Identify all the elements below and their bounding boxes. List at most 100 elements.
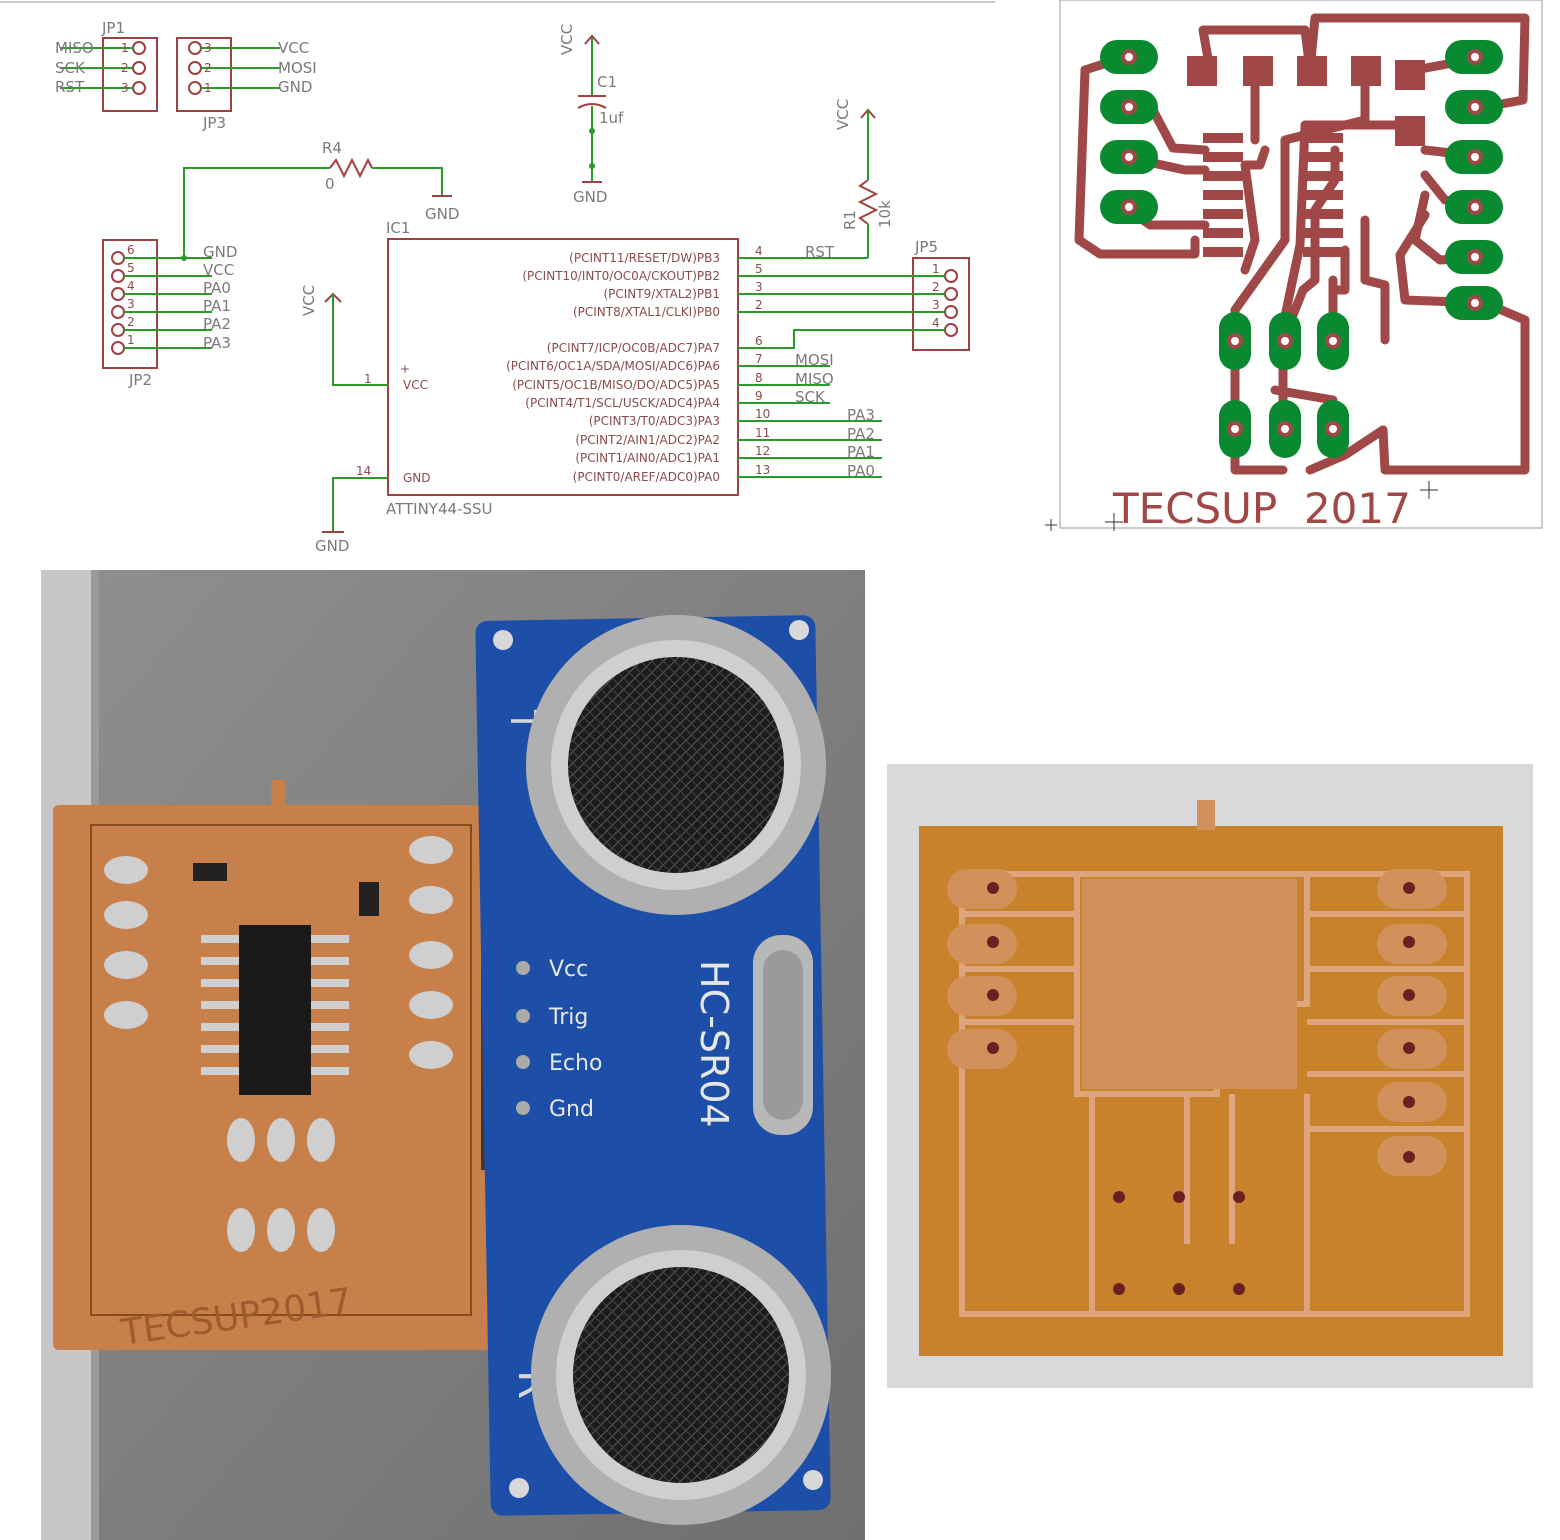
jp5-connector: JP5 1 2 3 4 (738, 238, 970, 351)
ic1-right-pin-name: (PCINT4/T1/SCL/USCK/ADC4)PA4 (525, 396, 720, 410)
gnd-label: GND (315, 537, 349, 555)
jp1-signal: SCK (55, 59, 86, 77)
jp3-pin: 3 (204, 41, 212, 55)
jp1-name: JP1 (101, 19, 125, 37)
ic1-right-pin-num: 7 (755, 352, 763, 366)
jp1-pin: 1 (121, 41, 129, 55)
sensor-name: HC-SR04 (692, 960, 736, 1128)
ic1-attiny44: IC1 ATTINY44-SSU VCC 1 VCC + GND 14 GND … (300, 219, 882, 555)
jp2-pin: 5 (127, 261, 135, 275)
jp1-connector: JP1 1 2 3 MISO SCK RST (55, 19, 158, 112)
ic1-left-pin-num: 1 (364, 372, 372, 386)
assembled-pcb: TECSUP2017 (53, 780, 501, 1354)
jp5-name: JP5 (914, 238, 938, 256)
jp2-signal: PA0 (203, 279, 231, 297)
svg-text:+: + (400, 362, 410, 376)
ic1-right-pin-num: 4 (755, 244, 763, 258)
c1-value: 1uf (599, 109, 624, 127)
pcb-layout: TECSUP 2017 (1045, 0, 1543, 533)
jp3-connector: JP3 3 2 1 VCC MOSI GND (176, 37, 317, 132)
pcb-ic-footprint (1187, 56, 1425, 257)
jp5-pin: 2 (932, 280, 940, 294)
ic1-net-label: PA2 (847, 425, 875, 443)
photo-assembled: TECSUP2017 T R HC-SR04 Vcc Trig Echo Gnd (41, 570, 865, 1540)
ic1-net-label: MISO (795, 370, 834, 388)
jp3-pin: 2 (204, 61, 212, 75)
sensor-pin-trig: Trig (548, 1005, 588, 1030)
jp1-signal: RST (55, 78, 85, 96)
jp2-pin: 3 (127, 297, 135, 311)
photo-bare-pcb-art (919, 800, 1503, 1356)
pcb-traces (1074, 13, 1530, 475)
sensor-pin-echo: Echo (549, 1051, 602, 1076)
ic1-net-label: PA3 (847, 406, 875, 424)
ic1-right-pin-name: (PCINT2/AIN1/ADC2)PA2 (575, 433, 720, 447)
jp2-connector: 6 5 4 3 2 1 GND VCC PA0 PA1 PA2 PA3 JP2 (102, 239, 237, 389)
jp5-pin: 3 (932, 298, 940, 312)
jp1-pin: 3 (121, 81, 129, 95)
gnd-label: GND (573, 188, 607, 206)
ic1-right-pin-num: 10 (755, 407, 770, 421)
r4-name: R4 (322, 139, 342, 157)
jp2-pin: 1 (127, 333, 135, 347)
photo-bare-pcb (887, 764, 1533, 1388)
photo-assembled-art: TECSUP2017 T R HC-SR04 Vcc Trig Echo Gnd (41, 570, 865, 1540)
r4-value: 0 (325, 175, 335, 193)
ic1-right-pin-name: (PCINT6/OC1A/SDA/MOSI/ADC6)PA6 (506, 359, 720, 373)
gnd-label: GND (425, 205, 459, 223)
ic1-right-pin-name: (PCINT11/RESET/DW)PB3 (569, 251, 720, 265)
hc-sr04-module: T R HC-SR04 Vcc Trig Echo Gnd (475, 615, 831, 1525)
jp3-signal: MOSI (278, 59, 317, 77)
c1-name: C1 (597, 73, 617, 91)
sensor-pin-gnd: Gnd (549, 1097, 594, 1122)
jp1-pin: 2 (121, 61, 129, 75)
ic1-right-pin-name: (PCINT1/AIN0/ADC1)PA1 (575, 451, 720, 465)
vcc-label: VCC (558, 24, 576, 55)
jp2-pin: 2 (127, 315, 135, 329)
ic1-right-pin-num: 13 (755, 463, 770, 477)
ic1-left-pin-num: 14 (356, 464, 371, 478)
ic1-left-pin-name: GND (403, 471, 431, 485)
pcb-label: TECSUP 2017 (1112, 484, 1411, 533)
jp2-pin: 6 (127, 243, 135, 257)
ic1-left-pin-name: VCC (403, 378, 428, 392)
ic1-right-pin-num: 3 (755, 280, 763, 294)
r1-resistor: VCC R1 10k (834, 99, 894, 258)
r4-resistor: R4 0 GND (183, 139, 459, 258)
ic1-right-pin-num: 12 (755, 444, 770, 458)
ic1-right-pin-name: (PCINT10/INT0/OC0A/CKOUT)PB2 (522, 269, 720, 283)
ic1-right-pin-num: 6 (755, 334, 763, 348)
ic1-right-pin-num: 5 (755, 262, 763, 276)
jp2-signal: PA1 (203, 297, 231, 315)
ic1-net-label: RST (805, 243, 835, 261)
jp2-name: JP2 (128, 371, 152, 389)
ic1-right-pin-name: (PCINT7/ICP/OC0B/ADC7)PA7 (547, 341, 720, 355)
jp1-signal: MISO (55, 39, 94, 57)
ic1-name: IC1 (386, 219, 410, 237)
pcb-pads (1100, 40, 1503, 458)
ic1-right-pin-num: 8 (755, 371, 763, 385)
ic1-right-pin-name: (PCINT9/XTAL2)PB1 (603, 287, 720, 301)
c1-capacitor: VCC C1 1uf GND (558, 24, 624, 206)
vcc-label: VCC (834, 99, 852, 130)
ic1-net-label: PA0 (847, 462, 875, 480)
ic1-right-pin-name: (PCINT0/AREF/ADC0)PA0 (573, 470, 720, 484)
ic1-net-label: MOSI (795, 351, 834, 369)
jp3-pin: 1 (204, 81, 212, 95)
ic1-right-pin-name: (PCINT3/T0/ADC3)PA3 (589, 414, 720, 428)
jp2-signal: GND (203, 243, 237, 261)
jp3-signal: GND (278, 78, 312, 96)
jp2-signal: VCC (203, 261, 234, 279)
ic1-right-pin-num: 2 (755, 298, 763, 312)
ic1-part: ATTINY44-SSU (386, 500, 493, 518)
sensor-pin-vcc: Vcc (549, 957, 588, 982)
ic1-right-pin-num: 9 (755, 389, 763, 403)
schematic: JP1 1 2 3 MISO SCK RST JP3 3 2 1 VCC MOS… (0, 1, 995, 555)
ic1-right-pin-name: (PCINT5/OC1B/MISO/DO/ADC5)PA5 (512, 378, 720, 392)
r1-value: 10k (876, 200, 894, 228)
ic1-right-pin-num: 11 (755, 426, 770, 440)
ic1-net-label: PA1 (847, 443, 875, 461)
jp5-pin: 4 (932, 316, 940, 330)
jp3-name: JP3 (202, 114, 226, 132)
jp3-signal: VCC (278, 39, 309, 57)
